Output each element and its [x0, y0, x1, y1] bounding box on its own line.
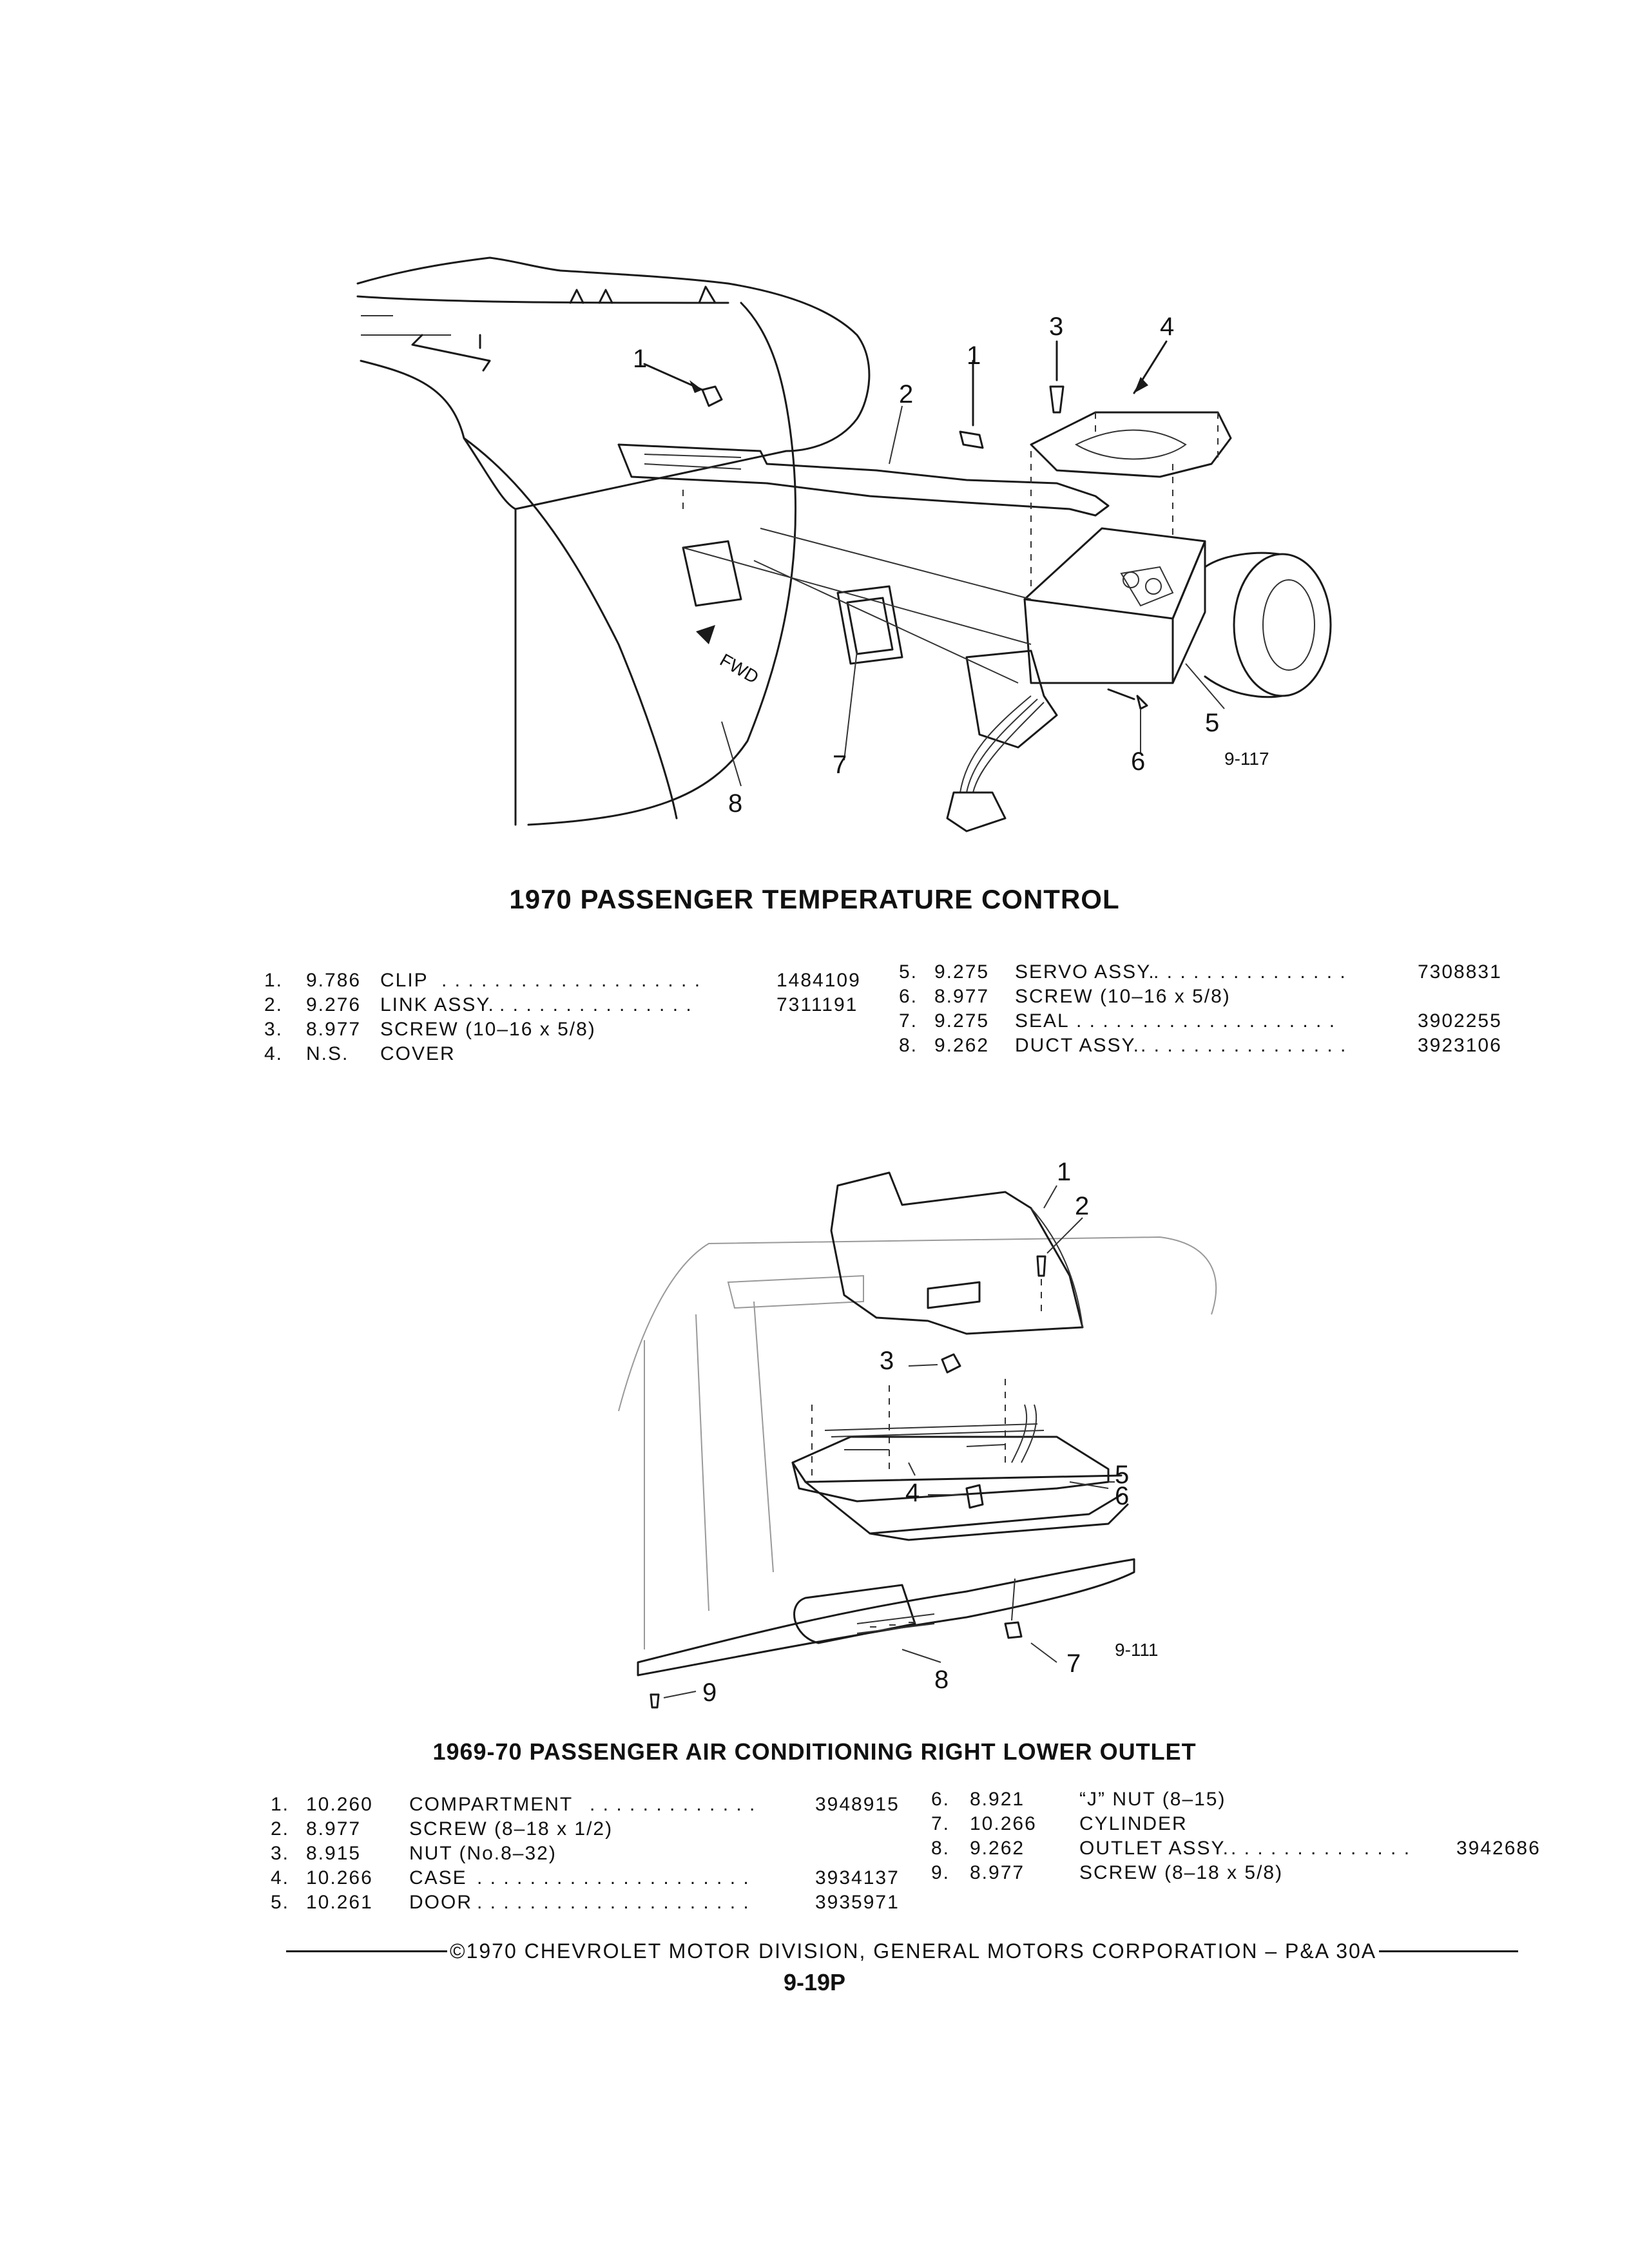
callout-8: 8 — [934, 1666, 949, 1694]
callout-6: 6 — [1131, 747, 1145, 776]
figure-id: 9-111 — [1115, 1640, 1158, 1660]
copyright-text: ©1970 CHEVROLET MOTOR DIVISION, GENERAL … — [450, 1939, 1377, 1963]
svg-text:FWD: FWD — [717, 649, 762, 687]
callout-2: 2 — [1075, 1192, 1089, 1220]
list-item: 1. 9.786 CLIP . . . . . . . . . . . . . … — [264, 970, 861, 991]
ac-outlet-diagram: 1 2 3 4 5 6 7 8 9 9-111 — [0, 1158, 1629, 1727]
figure2-parts-list-right: 6. 8.921 “J” NUT (8–15) 7. 10.266 CYLIND… — [931, 1789, 1550, 1887]
list-item: 2. 9.276 LINK ASSY. . . . . . . . . . . … — [264, 994, 858, 1015]
figure1-title: 1970 PASSENGER TEMPERATURE CONTROL — [509, 884, 1120, 914]
callout-1b: 1 — [967, 341, 981, 370]
list-item: 3. 8.915 NUT (No.8–32) — [271, 1843, 557, 1864]
list-item: 4. N.S. COVER — [264, 1043, 456, 1064]
list-item: 9. 8.977 SCREW (8–18 x 5/8) — [931, 1862, 1284, 1883]
list-item: 7. 10.266 CYLINDER — [931, 1813, 1188, 1834]
figure2-title: 1969-70 PASSENGER AIR CONDITIONING RIGHT… — [432, 1738, 1197, 1765]
footer-rule-right — [1379, 1950, 1518, 1952]
list-item: 6. 8.977 SCREW (10–16 x 5/8) — [899, 986, 1231, 1007]
figure-id: 9-117 — [1224, 749, 1269, 769]
callout-7: 7 — [1066, 1649, 1081, 1678]
list-item: 8. 9.262 OUTLET ASSY. . . . . . . . . . … — [931, 1838, 1541, 1859]
callout-7: 7 — [833, 751, 847, 779]
list-item: 2. 8.977 SCREW (8–18 x 1/2) — [271, 1818, 613, 1840]
callout-5: 5 — [1115, 1461, 1129, 1489]
temperature-control-diagram: FWD 1 1 2 3 4 5 6 7 8 9-117 — [0, 0, 1629, 863]
callout-1a: 1 — [633, 345, 647, 373]
callout-3: 3 — [1049, 312, 1063, 341]
figure1-parts-list-right: 5. 9.275 SERVO ASSY. . . . . . . . . . .… — [899, 961, 1530, 1059]
list-item: 6. 8.921 “J” NUT (8–15) — [931, 1789, 1226, 1810]
callout-4: 4 — [1160, 312, 1174, 341]
list-item: 5. 10.261 DOOR . . . . . . . . . . . . .… — [271, 1892, 900, 1913]
callout-5: 5 — [1205, 709, 1219, 737]
list-item: 4. 10.266 CASE . . . . . . . . . . . . .… — [271, 1867, 900, 1888]
list-item: 1. 10.260 COMPARTMENT . . . . . . . . . … — [271, 1794, 900, 1815]
footer: ©1970 CHEVROLET MOTOR DIVISION, GENERAL … — [284, 1939, 1521, 1963]
callout-1: 1 — [1057, 1158, 1071, 1186]
callout-2: 2 — [899, 380, 913, 408]
callout-6: 6 — [1115, 1482, 1129, 1510]
callout-4: 4 — [905, 1479, 920, 1507]
list-item: 3. 8.977 SCREW (10–16 x 5/8) — [264, 1019, 596, 1040]
list-item: 7. 9.275 SEAL . . . . . . . . . . . . . … — [899, 1010, 1502, 1032]
callout-3: 3 — [880, 1347, 894, 1375]
footer-rule-left — [286, 1950, 447, 1952]
figure1-parts-list-left: 1. 9.786 CLIP . . . . . . . . . . . . . … — [264, 970, 870, 1068]
list-item: 8. 9.262 DUCT ASSY. . . . . . . . . . . … — [899, 1035, 1502, 1056]
page-number: 9-19P — [783, 1969, 846, 1995]
list-item: 5. 9.275 SERVO ASSY. . . . . . . . . . .… — [899, 961, 1502, 983]
callout-8: 8 — [728, 789, 742, 818]
callout-9: 9 — [702, 1678, 717, 1707]
figure2-parts-list-left: 1. 10.260 COMPARTMENT . . . . . . . . . … — [271, 1794, 902, 1916]
